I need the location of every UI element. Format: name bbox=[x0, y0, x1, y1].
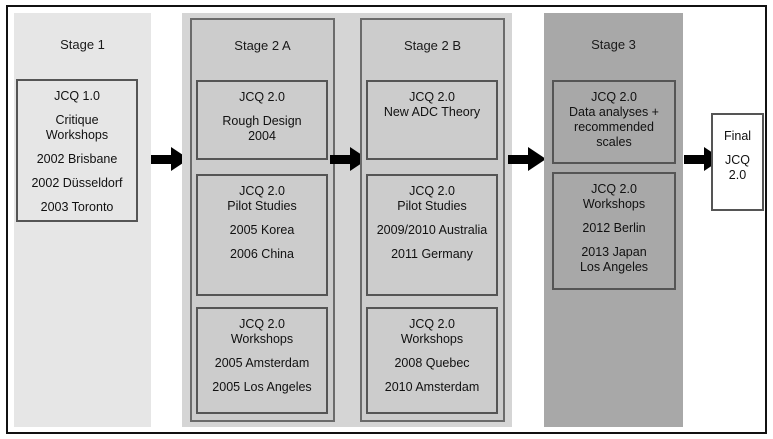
arrow-head bbox=[528, 147, 546, 171]
stage-2b-card-1: JCQ 2.0 New ADC Theory bbox=[366, 80, 498, 160]
stage-1-card-1: JCQ 1.0 Critique Workshops 2002 Brisbane… bbox=[16, 79, 138, 222]
card-line: 2.0 bbox=[728, 168, 747, 182]
card-line: scales bbox=[596, 135, 632, 149]
arrow-stage2b-to-stage3 bbox=[508, 147, 546, 171]
card-line: 2004 bbox=[248, 129, 276, 143]
card-line: 2008 Quebec bbox=[394, 356, 470, 370]
final-card: Final JCQ 2.0 bbox=[711, 113, 764, 211]
card-line: 2005 Los Angeles bbox=[212, 380, 312, 394]
card-line: Pilot Studies bbox=[397, 199, 467, 213]
arrow-shaft bbox=[151, 155, 173, 164]
card-line: Workshops bbox=[230, 332, 294, 346]
stage-2a-card-1: JCQ 2.0 Rough Design 2004 bbox=[196, 80, 328, 160]
arrow-shaft bbox=[508, 155, 530, 164]
card-line: 2005 Amsterdam bbox=[214, 356, 310, 370]
stage-2a-card-3: JCQ 2.0 Workshops 2005 Amsterdam 2005 Lo… bbox=[196, 307, 328, 414]
stage-2b-title: Stage 2 B bbox=[403, 38, 462, 53]
stage-1-title: Stage 1 bbox=[60, 37, 105, 52]
card-line: JCQ 2.0 bbox=[239, 90, 285, 104]
card-line: 2013 Japan bbox=[581, 245, 647, 259]
card-line: JCQ 2.0 bbox=[239, 184, 285, 198]
card-line: JCQ 2.0 bbox=[591, 90, 637, 104]
card-line: Critique bbox=[55, 113, 99, 127]
diagram-frame bbox=[6, 5, 767, 434]
card-line: JCQ 2.0 bbox=[591, 182, 637, 196]
stage-2b-card-3: JCQ 2.0 Workshops 2008 Quebec 2010 Amste… bbox=[366, 307, 498, 414]
stage-2b-card-2: JCQ 2.0 Pilot Studies 2009/2010 Australi… bbox=[366, 174, 498, 296]
card-line: JCQ bbox=[725, 153, 750, 167]
card-line: Data analyses + bbox=[569, 105, 659, 119]
card-line: Workshops bbox=[45, 128, 109, 142]
card-line: JCQ 2.0 bbox=[409, 184, 455, 198]
card-line: Los Angeles bbox=[579, 260, 649, 274]
stage-3-card-2: JCQ 2.0 Workshops 2012 Berlin 2013 Japan… bbox=[552, 172, 676, 290]
card-line: New ADC Theory bbox=[383, 105, 481, 119]
card-line: Workshops bbox=[400, 332, 464, 346]
card-line: 2012 Berlin bbox=[582, 221, 646, 235]
card-line: 2002 Düsseldorf bbox=[31, 176, 123, 190]
card-line: Final bbox=[723, 129, 752, 143]
card-line: Workshops bbox=[582, 197, 646, 211]
card-line: Rough Design bbox=[222, 114, 302, 128]
arrow-shaft bbox=[684, 155, 706, 164]
card-line: 2009/2010 Australia bbox=[376, 223, 488, 237]
card-line: JCQ 2.0 bbox=[409, 90, 455, 104]
stage-2a-title: Stage 2 A bbox=[234, 38, 291, 53]
card-line: 2010 Amsterdam bbox=[384, 380, 480, 394]
card-line: 2011 Germany bbox=[391, 247, 473, 261]
stage-3-title: Stage 3 bbox=[591, 37, 636, 52]
stage-2a-card-2: JCQ 2.0 Pilot Studies 2005 Korea 2006 Ch… bbox=[196, 174, 328, 296]
stage-3-card-1: JCQ 2.0 Data analyses + recommended scal… bbox=[552, 80, 676, 164]
card-line: Pilot Studies bbox=[227, 199, 297, 213]
card-line: JCQ 1.0 bbox=[54, 89, 100, 103]
arrow-shaft bbox=[330, 155, 352, 164]
card-line: 2006 China bbox=[230, 247, 294, 261]
card-line: 2005 Korea bbox=[229, 223, 295, 237]
card-line: JCQ 2.0 bbox=[409, 317, 455, 331]
card-line: recommended bbox=[574, 120, 654, 134]
card-line: 2003 Toronto bbox=[40, 200, 114, 214]
card-line: JCQ 2.0 bbox=[239, 317, 285, 331]
card-line: 2002 Brisbane bbox=[36, 152, 118, 166]
